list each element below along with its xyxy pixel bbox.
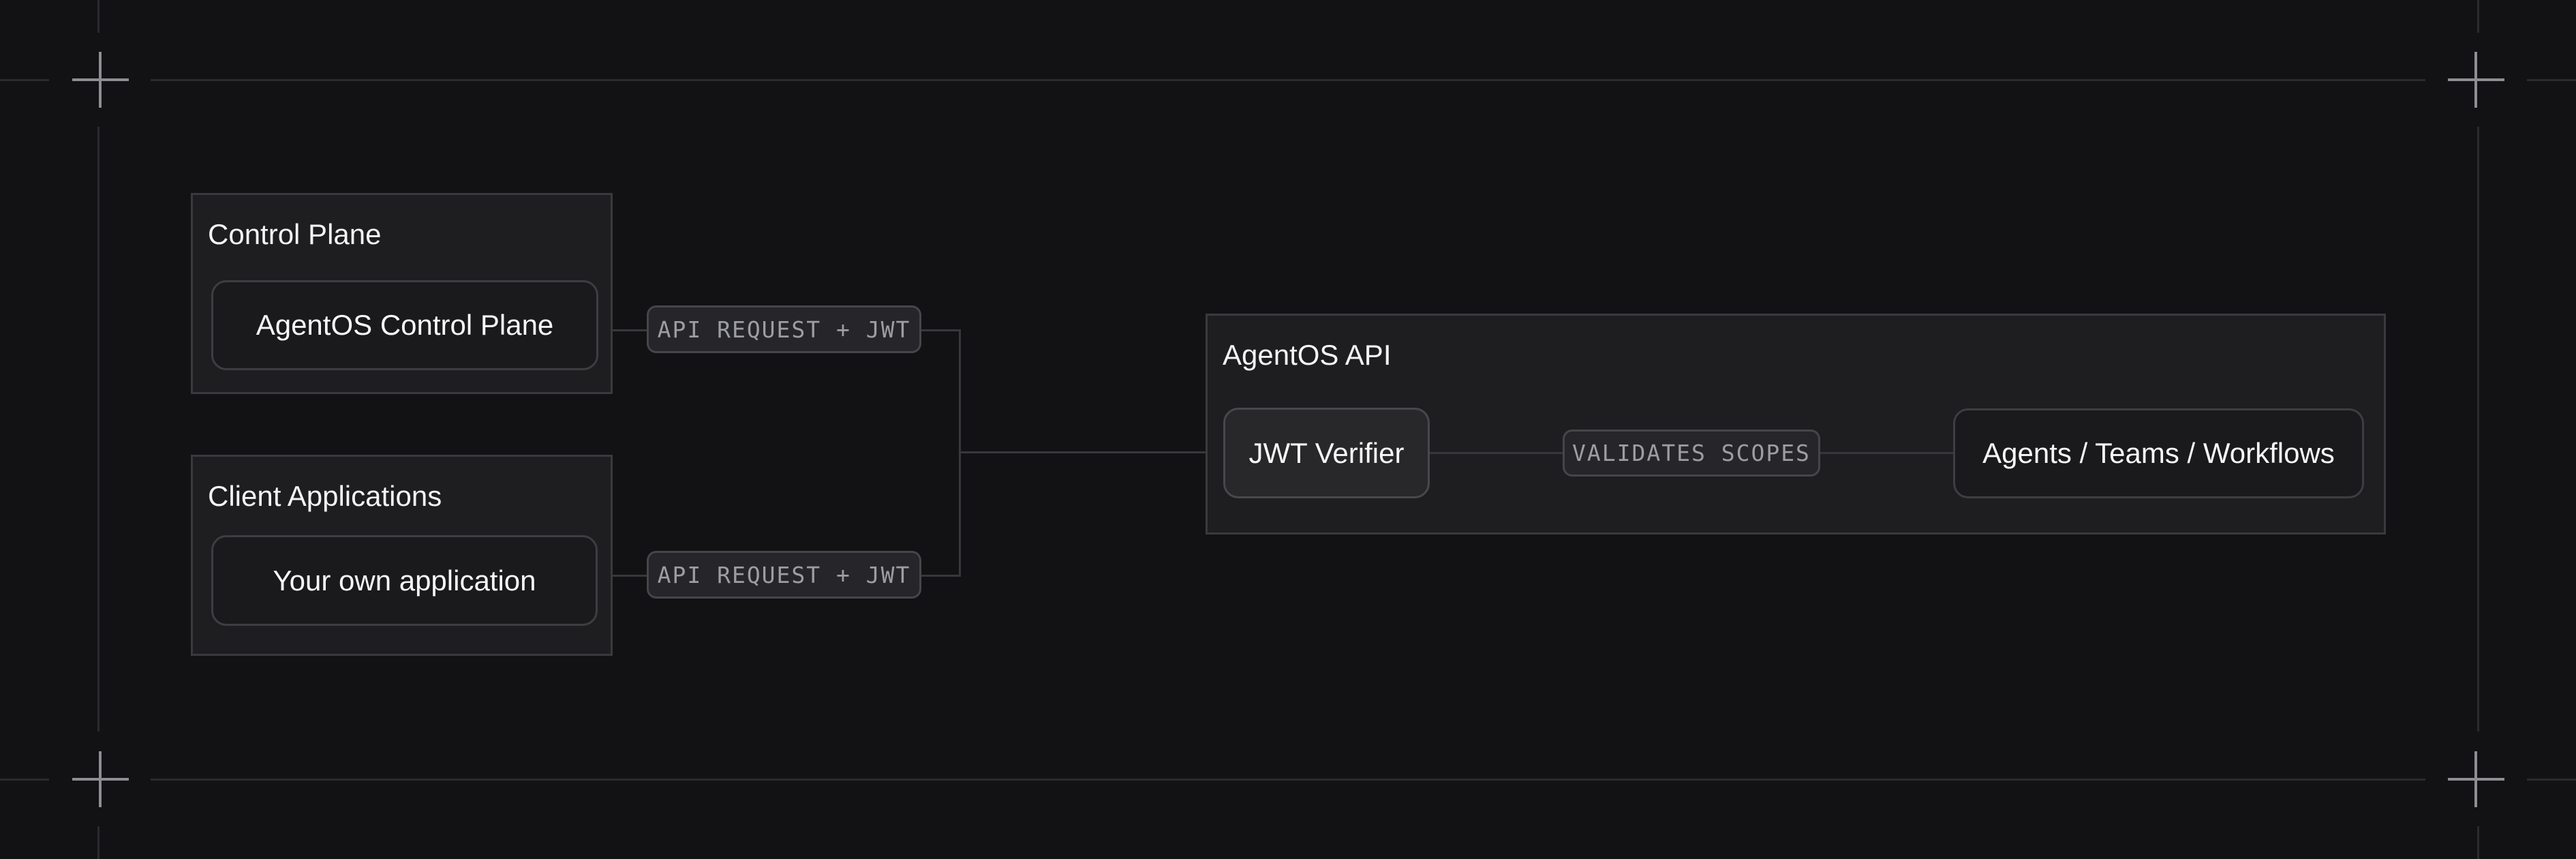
connector-label-to-bus-bottom — [921, 575, 961, 577]
frame-line-left — [97, 127, 99, 732]
frame-line-left-bottom — [97, 826, 99, 859]
node-your-own-application[interactable]: Your own application — [211, 535, 598, 626]
frame-line-top-right — [2527, 79, 2576, 81]
group-title: AgentOS API — [1223, 339, 1392, 371]
node-agentos-control-plane[interactable]: AgentOS Control Plane — [211, 280, 598, 370]
connector-client-to-label — [598, 575, 647, 577]
node-jwt-verifier[interactable]: JWT Verifier — [1223, 408, 1430, 498]
frame-line-right — [2477, 127, 2479, 732]
connector-verifier-to-label — [1429, 452, 1564, 454]
frame-line-top-left — [0, 79, 49, 81]
edge-label-validates-scopes: VALIDATES SCOPES — [1563, 430, 1820, 477]
group-title: Control Plane — [208, 218, 382, 250]
frame-line-bottom-right — [2527, 779, 2576, 781]
connector-label-to-agents — [1820, 452, 1954, 454]
frame-line-bottom — [151, 779, 2425, 781]
group-title: Client Applications — [208, 480, 442, 512]
connector-control-plane-to-label — [598, 329, 647, 331]
frame-line-right-bottom — [2477, 826, 2479, 859]
frame-line-left-top — [97, 0, 99, 33]
frame-line-right-top — [2477, 0, 2479, 33]
frame-line-top — [151, 79, 2425, 81]
edge-label-api-request-jwt-bottom: API REQUEST + JWT — [647, 551, 921, 599]
connector-label-to-bus-top — [921, 329, 961, 331]
edge-label-api-request-jwt-top: API REQUEST + JWT — [647, 305, 921, 353]
connector-bus-to-verifier — [959, 451, 1225, 453]
node-agents-teams-workflows[interactable]: Agents / Teams / Workflows — [1953, 408, 2364, 498]
frame-line-bottom-left — [0, 779, 49, 781]
